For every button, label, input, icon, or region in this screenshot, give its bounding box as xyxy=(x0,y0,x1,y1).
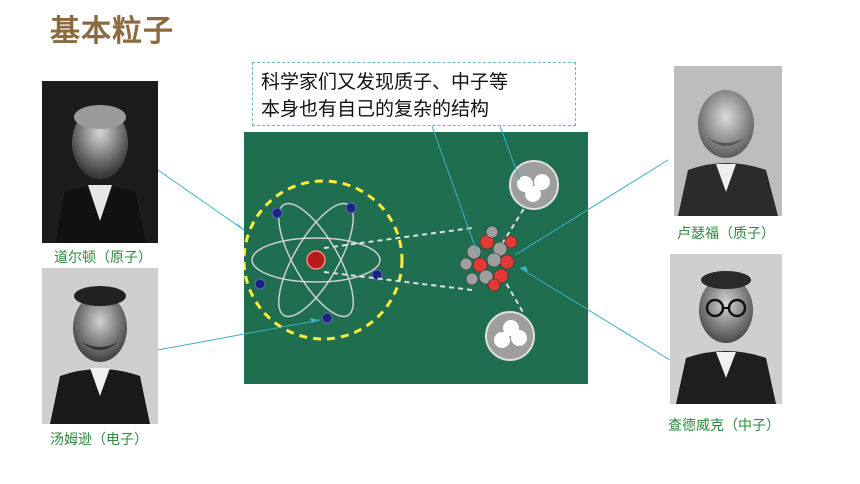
atom-board xyxy=(242,132,588,384)
page-title: 基本粒子 xyxy=(50,14,174,49)
callout-line-1: 科学家们又发现质子、中子等 xyxy=(261,71,509,93)
portrait-dalton xyxy=(42,81,158,243)
portrait-chadwick xyxy=(670,254,782,404)
caption-rutherford: 卢瑟福（质子） xyxy=(677,226,775,242)
caption-chadwick: 查德威克（中子） xyxy=(668,418,780,434)
portrait-rutherford xyxy=(674,66,782,216)
atom-illustration xyxy=(242,160,559,361)
portrait-thomson xyxy=(42,268,158,424)
callout-line-2: 本身也有自己的复杂的结构 xyxy=(261,98,490,120)
caption-dalton: 道尔顿（原子） xyxy=(54,250,152,266)
caption-thomson: 汤姆逊（电子） xyxy=(50,432,148,448)
callout-box: 科学家们又发现质子、中子等 本身也有自己的复杂的结构 xyxy=(252,62,576,126)
